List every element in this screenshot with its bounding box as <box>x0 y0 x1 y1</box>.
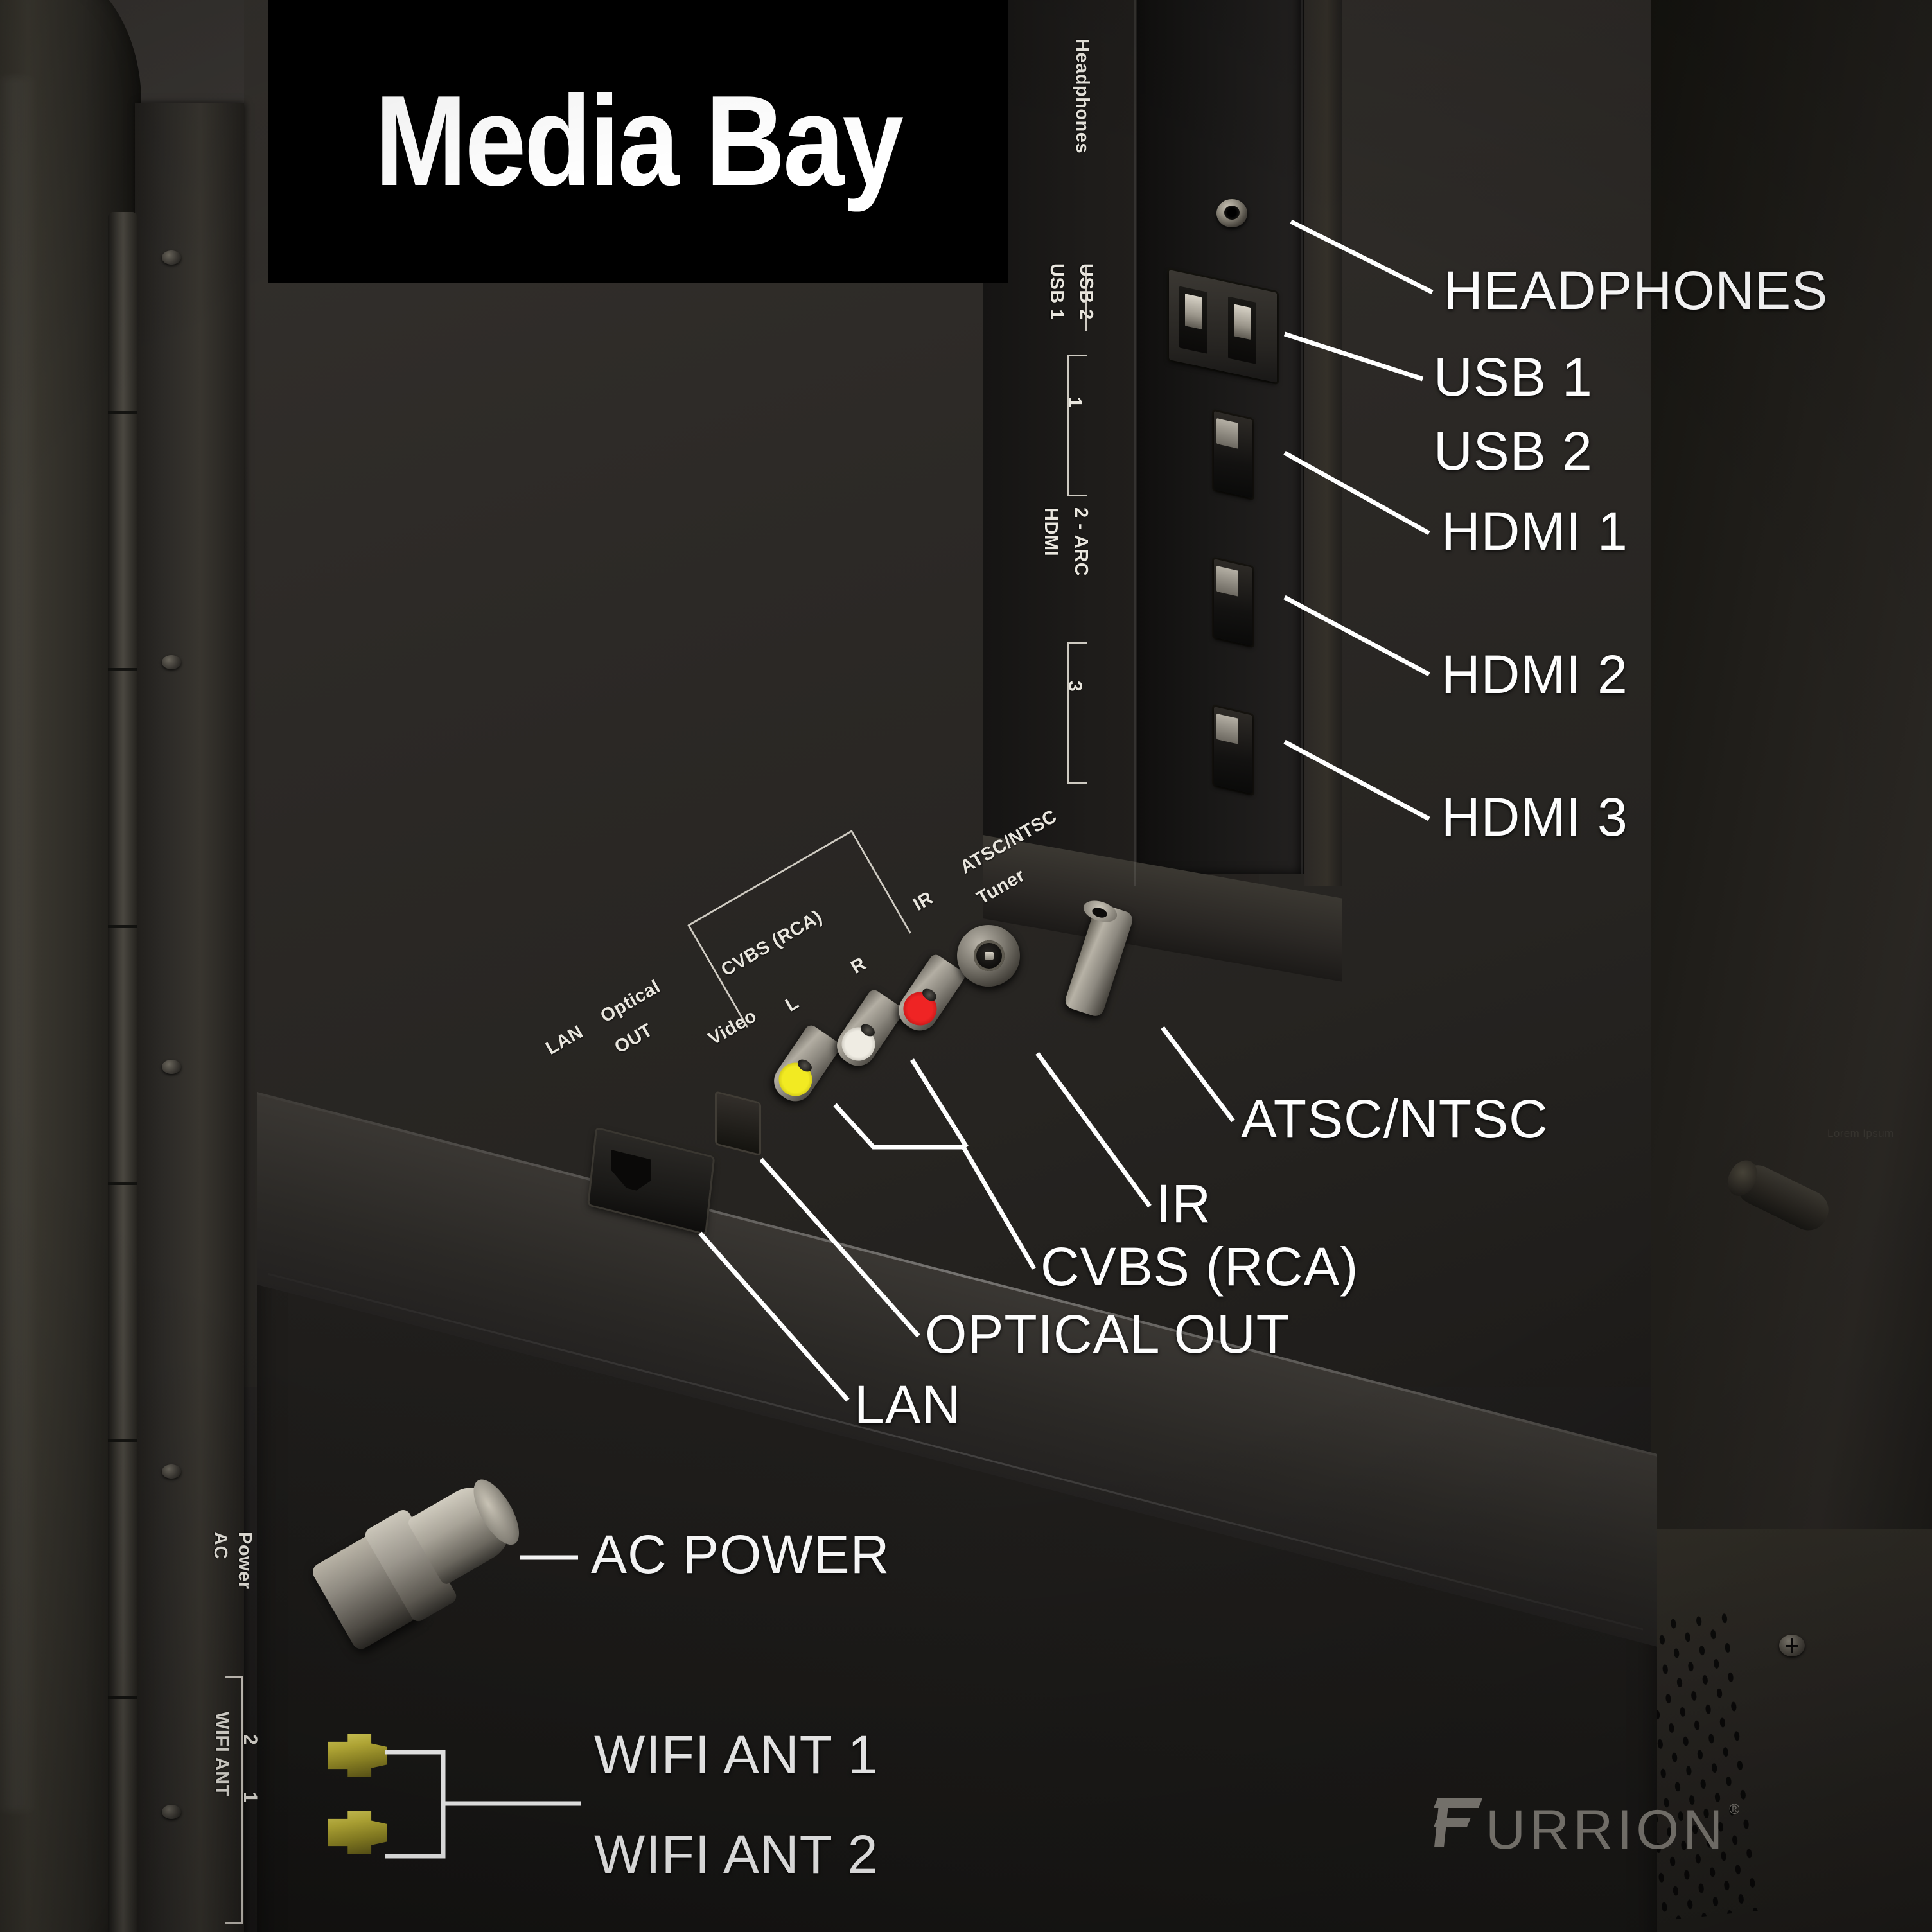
callout-ir: IR <box>1156 1173 1211 1234</box>
callout-hdmi-3: HDMI 3 <box>1441 787 1628 847</box>
callout-optical-out: OPTICAL OUT <box>925 1304 1290 1364</box>
hinge-screw-icon <box>162 1464 181 1479</box>
registered-trademark: ® <box>1729 1801 1744 1817</box>
silk-hdmi-3-bracket <box>1067 642 1087 784</box>
headphone-jack-hole <box>1224 206 1240 220</box>
hinge-segment <box>108 411 137 414</box>
hinge-segment <box>108 668 137 671</box>
phillips-screw-icon <box>1779 1635 1805 1656</box>
silk-usb-bracket <box>1085 266 1087 331</box>
callout-usb-2: USB 2 <box>1434 421 1593 481</box>
hinge-segment <box>108 1696 137 1699</box>
silk-hdmi: HDMI <box>1041 507 1061 557</box>
callout-hdmi-1: HDMI 1 <box>1441 501 1628 561</box>
callout-ac-power: AC POWER <box>591 1524 890 1585</box>
callout-lan: LAN <box>854 1374 962 1435</box>
hinge-screw-icon <box>162 655 181 669</box>
callout-wifi-ant-2: WIFI ANT 2 <box>594 1824 879 1884</box>
silk-wifi-bracket <box>225 1676 243 1924</box>
silk-usb-1: USB 1 <box>1046 263 1067 320</box>
tower-seam <box>1134 0 1136 886</box>
hinge-screw-icon <box>162 1060 181 1074</box>
hinge-segment <box>108 925 137 928</box>
callout-usb-1: USB 1 <box>1434 347 1593 407</box>
optical-out-port[interactable] <box>717 1093 759 1154</box>
callout-hdmi-2: HDMI 2 <box>1441 644 1628 705</box>
hinge-plate <box>135 103 244 1932</box>
title-block: Media Bay <box>268 0 1008 283</box>
hinge-screw-icon <box>162 1805 181 1819</box>
hdmi-1-port[interactable] <box>1214 411 1252 498</box>
hinge-segment <box>108 1439 137 1442</box>
hdmi-3-port[interactable] <box>1214 707 1252 794</box>
callout-headphones: HEADPHONES <box>1444 260 1829 321</box>
silk-ac-1: AC <box>210 1532 231 1559</box>
port-tower-wall <box>1304 0 1342 886</box>
hinge-barrel <box>108 212 137 1932</box>
hdmi-2-port[interactable] <box>1214 559 1252 646</box>
furrion-f-mark-icon <box>1433 1798 1483 1847</box>
bezel-highlight <box>0 77 39 1811</box>
furrion-logo: URRION ® <box>1433 1798 1744 1862</box>
hinge-segment <box>108 1182 137 1185</box>
callout-atsc-ntsc: ATSC/NTSC <box>1241 1089 1549 1149</box>
furrion-wordmark: URRION <box>1486 1799 1727 1861</box>
tower-seam <box>1301 0 1303 874</box>
silk-headphones: Headphones <box>1072 39 1093 154</box>
watermark-text: Lorem Ipsum <box>1827 1127 1894 1139</box>
coax-center-pin <box>985 952 994 960</box>
silk-hdmi-2-arc: 2 - ARC <box>1071 507 1091 577</box>
hinge-screw-icon <box>162 250 181 265</box>
callout-cvbs-rca: CVBS (RCA) <box>1041 1236 1359 1297</box>
page-title: Media Bay <box>375 69 904 213</box>
silk-hdmi-1-bracket <box>1067 355 1087 496</box>
callout-wifi-ant-1: WIFI ANT 1 <box>594 1725 879 1785</box>
silk-ac-2: Power <box>234 1532 255 1590</box>
